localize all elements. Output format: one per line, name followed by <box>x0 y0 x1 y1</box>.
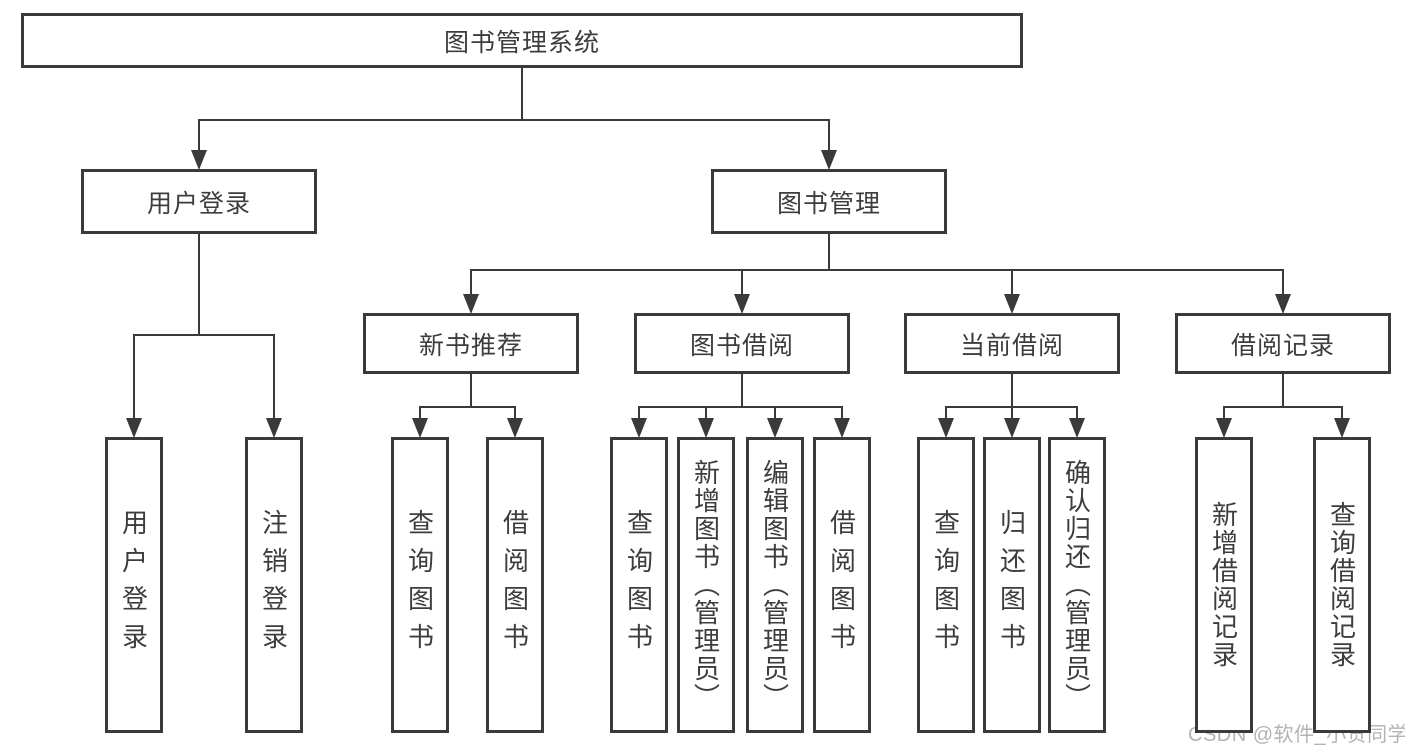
connector-line <box>419 406 516 408</box>
node-bb-edit-book: 编辑图书（管理员） <box>746 437 804 733</box>
node-root: 图书管理系统 <box>21 13 1023 68</box>
connector-line <box>741 270 743 295</box>
connector-line <box>514 407 516 419</box>
node-current-borrow: 当前借阅 <box>904 313 1120 374</box>
connector-line <box>741 374 743 407</box>
connector-line <box>638 407 640 419</box>
arrow-down-icon <box>834 418 850 438</box>
node-user-login: 用户登录 <box>81 169 317 234</box>
connector-line <box>945 407 947 419</box>
node-br-add-record: 新增借阅记录 <box>1195 437 1253 733</box>
arrow-down-icon <box>463 294 479 314</box>
node-rec-borrow-book: 借阅图书 <box>486 437 544 733</box>
connector-line <box>841 407 843 419</box>
node-bb-add-book: 新增图书（管理员） <box>677 437 735 733</box>
arrow-down-icon <box>734 294 750 314</box>
arrow-down-icon <box>412 418 428 438</box>
connector-line <box>470 269 1284 271</box>
connector-line <box>705 407 707 419</box>
arrow-down-icon <box>1069 418 1085 438</box>
arrow-down-icon <box>1275 294 1291 314</box>
arrow-down-icon <box>266 418 282 438</box>
node-book-mgmt: 图书管理 <box>711 169 947 234</box>
node-br-query-record: 查询借阅记录 <box>1313 437 1371 733</box>
connector-line <box>133 334 275 336</box>
node-cb-query-book: 查询图书 <box>917 437 975 733</box>
connector-line <box>521 68 523 120</box>
connector-line <box>470 270 472 295</box>
connector-line <box>419 407 421 419</box>
connector-line <box>1223 406 1343 408</box>
connector-line <box>1011 270 1013 295</box>
connector-line <box>1341 407 1343 419</box>
arrow-down-icon <box>1004 418 1020 438</box>
node-cb-confirm-return: 确认归还（管理员） <box>1048 437 1106 733</box>
connector-line <box>1011 374 1013 407</box>
connector-line <box>1076 407 1078 419</box>
node-new-book-rec: 新书推荐 <box>363 313 579 374</box>
node-bb-query-book: 查询图书 <box>610 437 668 733</box>
connector-line <box>1011 407 1013 419</box>
connector-line <box>133 335 135 419</box>
node-borrow-records: 借阅记录 <box>1175 313 1391 374</box>
arrow-down-icon <box>938 418 954 438</box>
node-leaf-user-login: 用户登录 <box>105 437 163 733</box>
connector-line <box>198 119 830 121</box>
arrow-down-icon <box>1216 418 1232 438</box>
connector-line <box>828 234 830 270</box>
node-book-borrow: 图书借阅 <box>634 313 850 374</box>
node-leaf-logout: 注销登录 <box>245 437 303 733</box>
node-bb-borrow-book: 借阅图书 <box>813 437 871 733</box>
arrow-down-icon <box>631 418 647 438</box>
arrow-down-icon <box>1004 294 1020 314</box>
arrow-down-icon <box>1334 418 1350 438</box>
node-cb-return-book: 归还图书 <box>983 437 1041 733</box>
connector-line <box>1282 374 1284 407</box>
connector-line <box>828 120 830 151</box>
arrow-down-icon <box>821 150 837 170</box>
arrow-down-icon <box>698 418 714 438</box>
arrow-down-icon <box>126 418 142 438</box>
connector-line <box>198 120 200 151</box>
connector-line <box>470 374 472 407</box>
connector-line <box>1223 407 1225 419</box>
connector-line <box>198 234 200 335</box>
arrow-down-icon <box>767 418 783 438</box>
connector-line <box>1282 270 1284 295</box>
connector-line <box>774 407 776 419</box>
arrow-down-icon <box>191 150 207 170</box>
arrow-down-icon <box>507 418 523 438</box>
connector-line <box>273 335 275 419</box>
node-rec-query-book: 查询图书 <box>391 437 449 733</box>
connector-line <box>638 406 843 408</box>
